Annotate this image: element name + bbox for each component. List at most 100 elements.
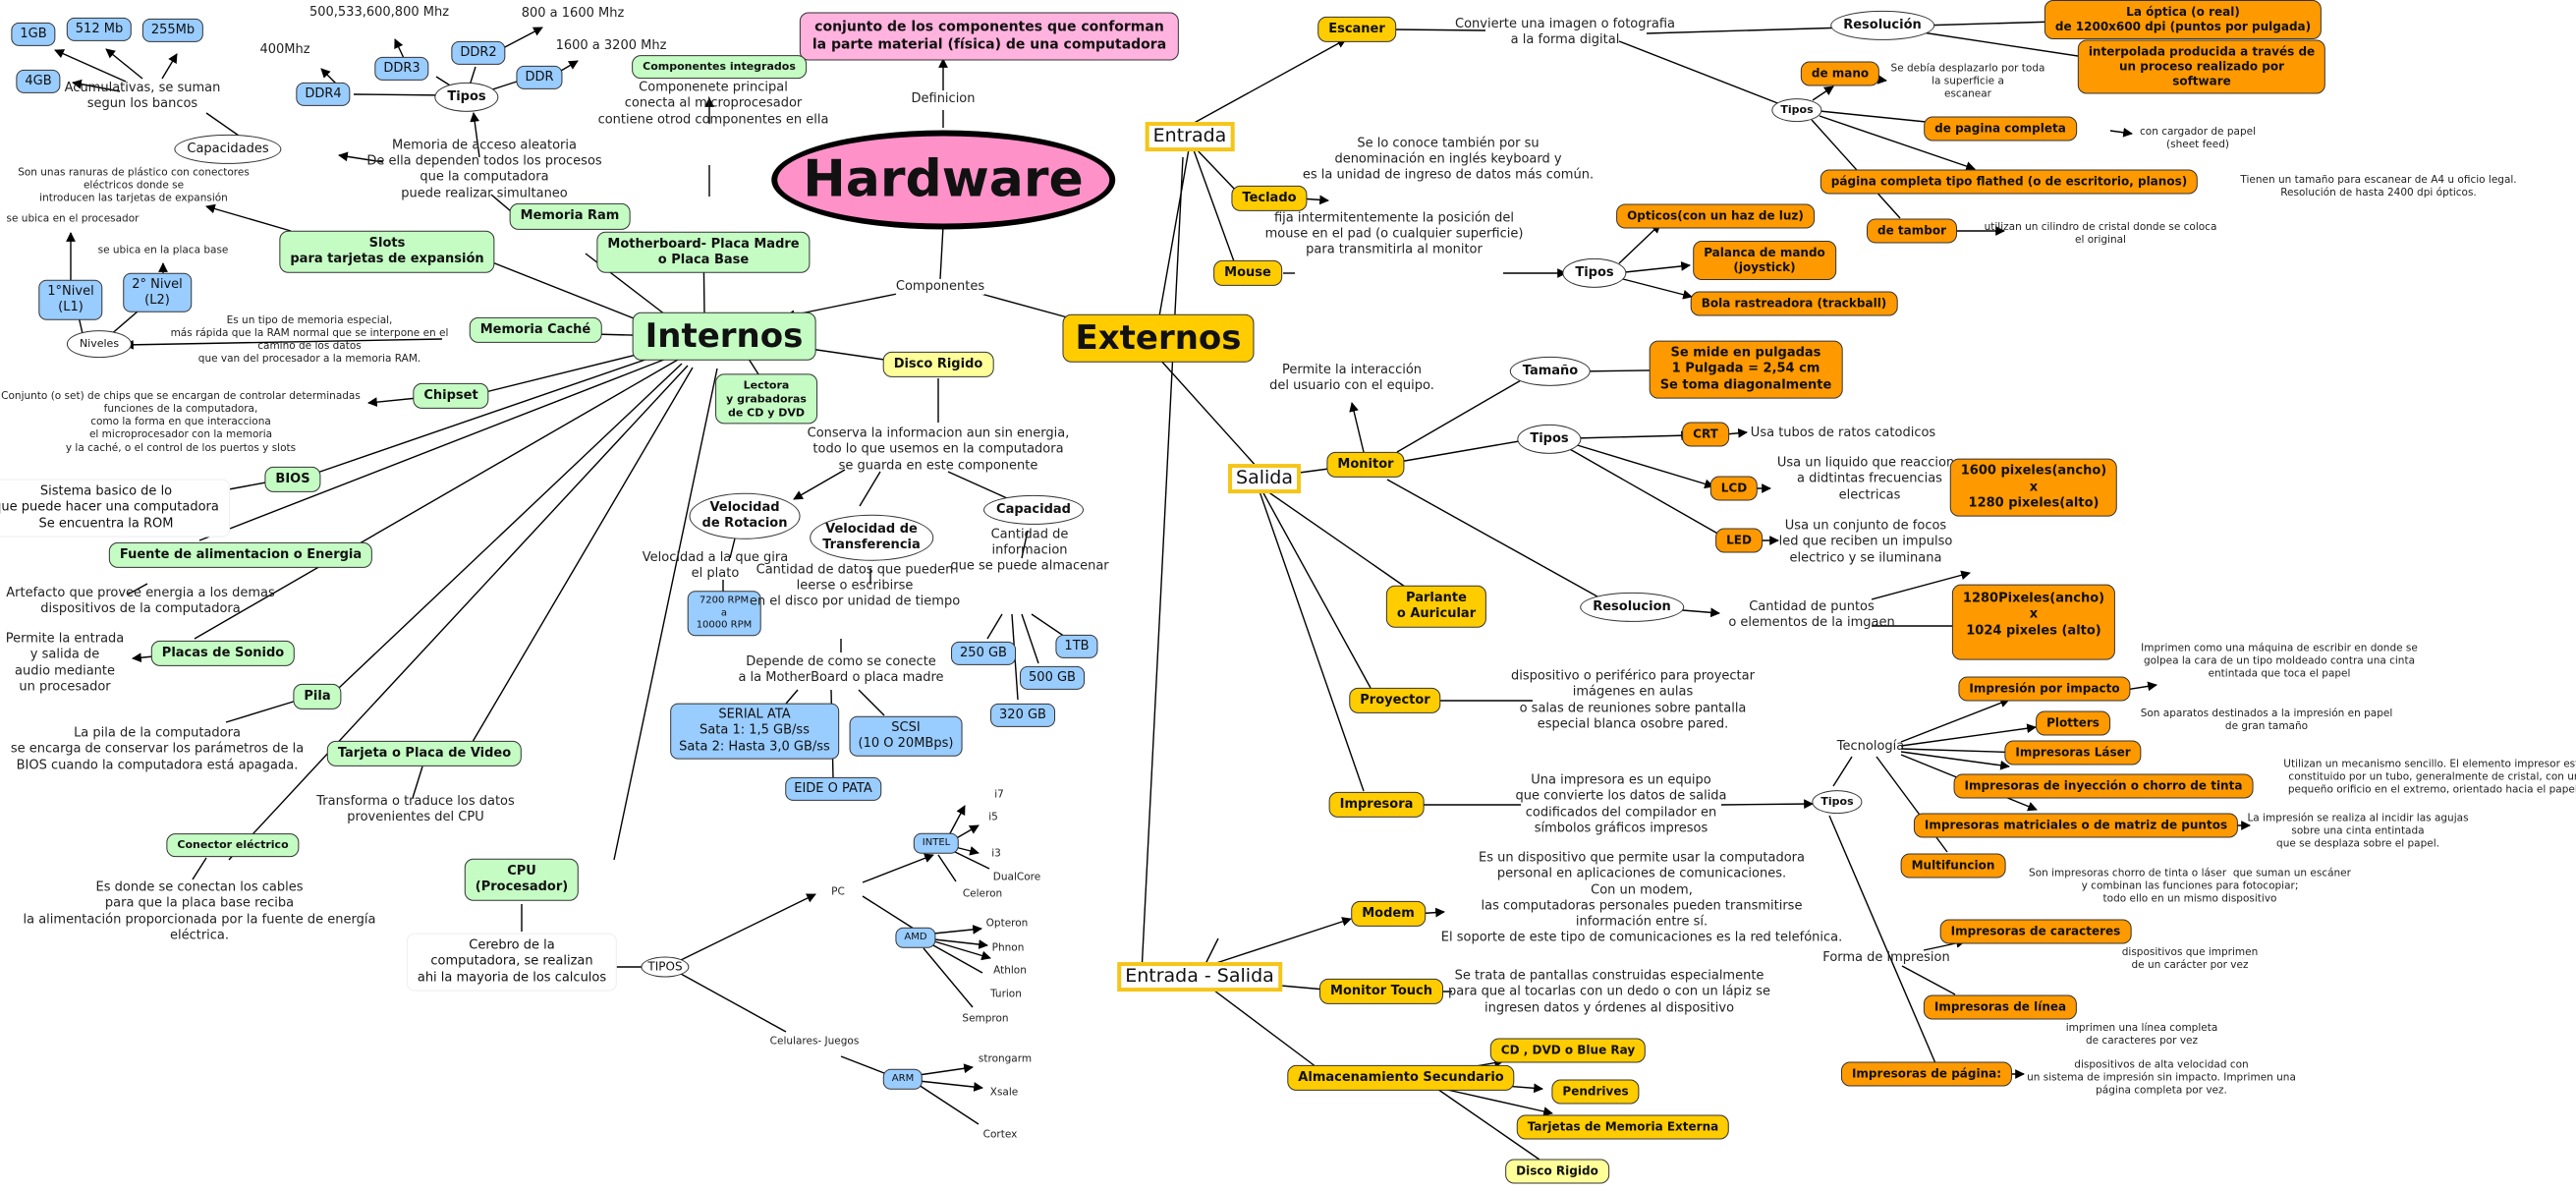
cache-level-l1[interactable]: 1°Nivel (L1) xyxy=(38,279,103,320)
connector-desc: Es donde se conectan los cables para que… xyxy=(23,879,376,943)
monitor-size-desc[interactable]: Se mide en pulgadas 1 Pulgada = 2,54 cm … xyxy=(1649,340,1843,399)
storage-item-pendrives[interactable]: Pendrives xyxy=(1551,1079,1640,1105)
printer-tech-laser[interactable]: Impresoras Láser xyxy=(2004,740,2142,766)
printer-tech-impact[interactable]: Impresión por impacto xyxy=(1958,676,2131,702)
motherboard-node[interactable]: Motherboard- Placa Madre o Placa Base xyxy=(596,231,811,273)
interface-sata[interactable]: SERIAL ATA Sata 1: 1,5 GB/ss Sata 2: Has… xyxy=(670,703,839,760)
ram-node[interactable]: Memoria Ram xyxy=(509,203,631,230)
printer-form-character[interactable]: Impresoras de caracteres xyxy=(1939,919,2132,944)
cpu-brand-amd[interactable]: AMD xyxy=(895,927,936,948)
monitor-size-node[interactable]: Tamaño xyxy=(1509,356,1592,387)
arrow-connector xyxy=(1622,278,1693,300)
monitor-node[interactable]: Monitor xyxy=(1326,451,1405,479)
scanner-resolution-optical[interactable]: La óptica (o real) de 1200x600 dpi (punt… xyxy=(2044,0,2323,39)
hdd-node[interactable]: Disco Rigido xyxy=(882,351,994,378)
printer-form-page[interactable]: Impresoras de página: xyxy=(1840,1061,2013,1087)
cpu-brand-arm[interactable]: ARM xyxy=(882,1068,924,1090)
battery-node[interactable]: Pila xyxy=(293,683,342,710)
bios-node[interactable]: BIOS xyxy=(264,466,321,493)
mouse-type-trackball[interactable]: Bola rastreadora (trackball) xyxy=(1690,291,1898,316)
cache-node[interactable]: Memoria Caché xyxy=(469,316,602,344)
connector-node[interactable]: Conector eléctrico xyxy=(166,833,300,857)
scanner-type-drum[interactable]: de tambor xyxy=(1867,218,1957,244)
storage-item-hdd[interactable]: Disco Rigido xyxy=(1505,1159,1609,1184)
ram-type-ddr3[interactable]: DDR3 xyxy=(374,56,429,82)
monitor-type-led[interactable]: LED xyxy=(1715,528,1763,553)
optical-drive-node[interactable]: Lectora y grabadoras de CD y DVD xyxy=(715,373,817,425)
interface-eide[interactable]: EIDE O PATA xyxy=(785,776,881,802)
interface-scsi[interactable]: SCSI (10 O 20MBps) xyxy=(849,715,963,757)
scanner-type-flatbed[interactable]: página completa tipo flathed (o de escri… xyxy=(1820,169,2199,195)
cpu-types-node[interactable]: TIPOS xyxy=(641,956,690,978)
mouse-node[interactable]: Mouse xyxy=(1213,259,1282,287)
scanner-type-hand[interactable]: de mano xyxy=(1800,61,1880,86)
hdd-capacity-node[interactable]: Capacidad xyxy=(983,494,1084,526)
hdd-capacity-320gb[interactable]: 320 GB xyxy=(990,703,1055,728)
speaker-node[interactable]: Parlante o Auricular xyxy=(1385,585,1487,628)
printer-tech-dot-matrix[interactable]: Impresoras matriciales o de matriz de pu… xyxy=(1913,813,2239,838)
scanner-types-node[interactable]: Tipos xyxy=(1771,98,1822,122)
ram-capacity-512mb[interactable]: 512 Mb xyxy=(66,17,133,42)
ram-capacities-node[interactable]: Capacidades xyxy=(174,134,282,165)
modem-node[interactable]: Modem xyxy=(1351,900,1426,928)
monitor-type-crt[interactable]: CRT xyxy=(1682,422,1729,447)
printer-form-line[interactable]: Impresoras de línea xyxy=(1923,994,2078,1020)
ram-capacity-255mb[interactable]: 255Mb xyxy=(141,18,204,43)
scanner-resolution-node[interactable]: Resolución xyxy=(1830,10,1934,41)
cpu-node[interactable]: CPU (Procesador) xyxy=(464,858,580,901)
cache-level-l2[interactable]: 2° Nivel (L2) xyxy=(123,272,192,312)
integrated-components-node[interactable]: Componentes integrados xyxy=(632,55,807,79)
slots-node[interactable]: Slots para tarjetas de expansión xyxy=(279,230,495,273)
line-connector xyxy=(205,112,240,137)
printer-tech-multifunction[interactable]: Multifuncion xyxy=(1900,853,2006,879)
rotation-speed-node[interactable]: Velocidad de Rotacion xyxy=(689,492,801,539)
arrow-connector xyxy=(1819,115,1976,171)
salida-category[interactable]: Salida xyxy=(1228,464,1301,493)
scanner-resolution-interpolated[interactable]: interpolada producida a través de un pro… xyxy=(2077,39,2326,94)
cpu-brand-intel[interactable]: INTEL xyxy=(913,832,960,854)
hdd-capacity-250gb[interactable]: 250 GB xyxy=(951,641,1016,666)
line-connector xyxy=(937,854,957,882)
rotation-speed-value[interactable]: 7200 RPM a 10000 RPM xyxy=(687,591,761,636)
secondary-storage-node[interactable]: Almacenamiento Secundario xyxy=(1287,1064,1515,1092)
sound-card-node[interactable]: Placas de Sonido xyxy=(150,640,296,667)
monitor-touch-node[interactable]: Monitor Touch xyxy=(1319,978,1443,1005)
projector-node[interactable]: Proyector xyxy=(1349,687,1441,714)
scanner-type-full-page[interactable]: de pagina completa xyxy=(1924,116,2077,142)
hdd-capacity-1tb[interactable]: 1TB xyxy=(1055,634,1098,659)
monitor-types-node[interactable]: Tipos xyxy=(1517,424,1582,455)
video-card-node[interactable]: Tarjeta o Placa de Video xyxy=(326,740,523,767)
storage-item-optical[interactable]: CD , DVD o Blue Ray xyxy=(1489,1038,1647,1063)
monitor-resolution-node[interactable]: Resolucion xyxy=(1580,592,1684,623)
ram-types-node[interactable]: Tipos xyxy=(434,82,499,113)
storage-item-memory-cards[interactable]: Tarjetas de Memoria Externa xyxy=(1516,1114,1730,1140)
monitor-type-lcd[interactable]: LCD xyxy=(1709,476,1759,501)
ram-capacity-4gb[interactable]: 4GB xyxy=(16,69,61,94)
printer-types-node[interactable]: Tipos xyxy=(1812,790,1863,814)
printer-tech-plotters[interactable]: Plotters xyxy=(2036,710,2110,736)
ram-type-ddr[interactable]: DDR xyxy=(516,65,563,90)
scanner-node[interactable]: Escaner xyxy=(1317,16,1396,43)
root-hardware-node[interactable]: Hardware xyxy=(771,130,1115,230)
ram-capacity-1gb[interactable]: 1GB xyxy=(11,22,56,47)
cache-levels-node[interactable]: Niveles xyxy=(66,330,133,358)
keyboard-node[interactable]: Teclado xyxy=(1231,185,1308,212)
hdd-capacity-500gb[interactable]: 500 GB xyxy=(1020,665,1085,691)
entrada-category[interactable]: Entrada xyxy=(1145,122,1235,151)
ram-type-ddr2[interactable]: DDR2 xyxy=(451,40,506,66)
mouse-type-optical[interactable]: Opticos(con un haz de luz) xyxy=(1616,203,1815,229)
mouse-type-joystick[interactable]: Palanca de mando (joystick) xyxy=(1693,241,1836,280)
externos-node[interactable]: Externos xyxy=(1062,313,1255,363)
ram-type-ddr4[interactable]: DDR4 xyxy=(296,82,351,107)
printer-tech-inkjet[interactable]: Impresoras de inyección o chorro de tint… xyxy=(1953,773,2254,799)
monitor-resolution-1280[interactable]: 1280Pixeles(ancho) x 1024 pixeles (alto) xyxy=(1951,584,2116,660)
internos-node[interactable]: Internos xyxy=(632,312,816,361)
scanner-type-hand-desc: Se debía desplazarlo por toda la superfi… xyxy=(1890,62,2045,100)
monitor-resolution-1600[interactable]: 1600 pixeles(ancho) x 1280 pixeles(alto) xyxy=(1949,458,2118,517)
chipset-node[interactable]: Chipset xyxy=(413,382,489,410)
entrada-salida-category[interactable]: Entrada - Salida xyxy=(1117,962,1282,992)
transfer-speed-node[interactable]: Velocidad de Transferencia xyxy=(810,514,933,561)
definition-node[interactable]: conjunto de los componentes que conforma… xyxy=(799,12,1180,61)
printer-node[interactable]: Impresora xyxy=(1328,791,1425,819)
power-supply-node[interactable]: Fuente de alimentacion o Energia xyxy=(108,541,373,569)
